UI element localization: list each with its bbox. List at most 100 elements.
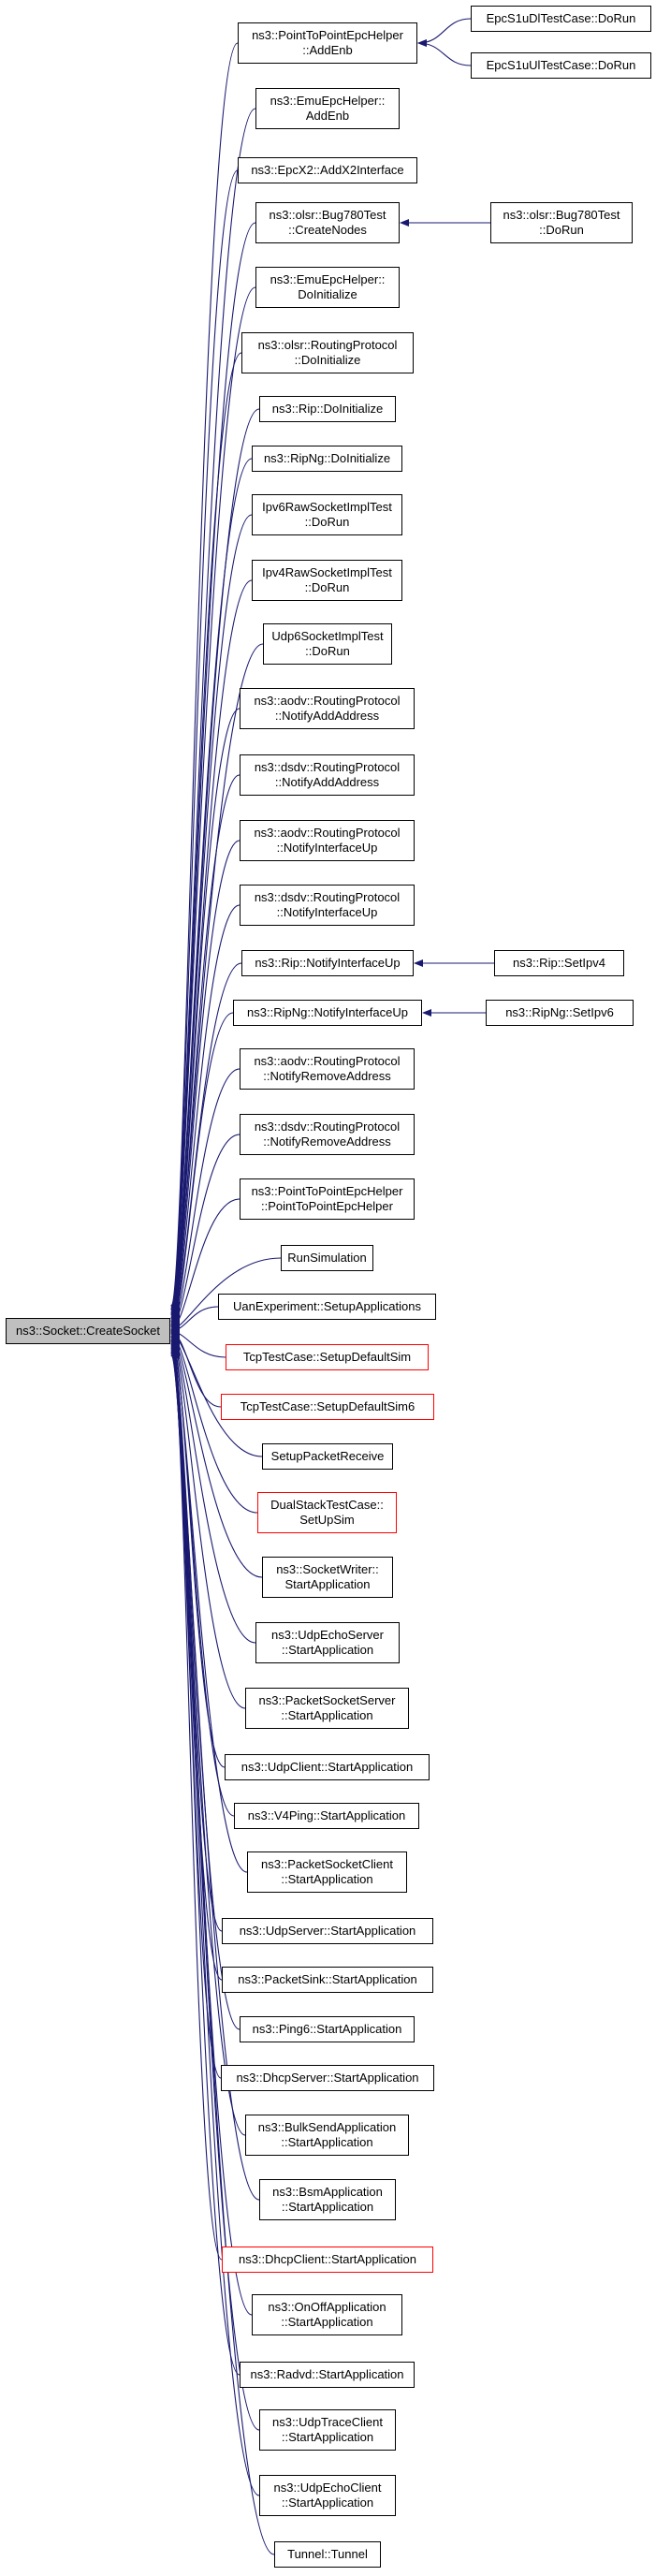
node-label: ns3::UdpTraceClient <box>271 2415 383 2429</box>
node-ns3-ripng-setipv6[interactable]: ns3::RipNg::SetIpv6 <box>486 1000 634 1026</box>
node-label: DoInitialize <box>298 287 357 301</box>
node-label: ::AddEnb <box>302 43 353 57</box>
node-label: ns3::aodv::RoutingProtocol <box>254 826 401 840</box>
node-ns3-olsr-bug780test-dorun[interactable]: ns3::olsr::Bug780Test::DoRun <box>490 202 633 243</box>
node-label: ns3::UdpEchoServer <box>271 1628 384 1642</box>
edge-runsimulation-to-root <box>170 1257 282 1334</box>
node-label: ns3::Ping6::StartApplication <box>252 2022 402 2036</box>
node-label: ns3::UdpClient::StartApplication <box>241 1760 414 1774</box>
node-ns3-dhcpserver-startapplication[interactable]: ns3::DhcpServer::StartApplication <box>221 2065 434 2091</box>
node-label: ::PointToPointEpcHelper <box>261 1199 393 1213</box>
edge-epcs1udltestcase-dorun <box>417 18 472 47</box>
edge-ns3-pointtopointepchelper-addenb-to-root <box>170 42 239 1309</box>
node-ns3-bsmapplication-startapplication[interactable]: ns3::BsmApplication::StartApplication <box>259 2179 396 2220</box>
node-label: ns3::Rip::NotifyInterfaceUp <box>255 956 401 970</box>
node-ns3-aodv-routingprotocol-notifyremoveaddress[interactable]: ns3::aodv::RoutingProtocol::NotifyRemove… <box>240 1048 415 1090</box>
node-root-create-socket[interactable]: ns3::Socket::CreateSocket <box>6 1318 170 1344</box>
node-label: StartApplication <box>284 1577 371 1591</box>
node-ns3-udptraceclient-startapplication[interactable]: ns3::UdpTraceClient::StartApplication <box>259 2409 396 2451</box>
node-label: ::StartApplication <box>281 2135 373 2149</box>
node-label: ns3::EpcX2::AddX2Interface <box>251 163 404 177</box>
node-label: ns3::dsdv::RoutingProtocol <box>254 890 401 904</box>
node-label: ns3::PacketSocketClient <box>261 1857 393 1871</box>
node-ns3-rip-notifyinterfaceup[interactable]: ns3::Rip::NotifyInterfaceUp <box>241 950 414 976</box>
node-ns3-udpserver-startapplication[interactable]: ns3::UdpServer::StartApplication <box>222 1918 433 1944</box>
node-label: ns3::RipNg::SetIpv6 <box>505 1005 614 1019</box>
node-label: EpcS1uDlTestCase::DoRun <box>486 11 636 25</box>
node-ns3-pointtopointepchelper-pointtopointepchelper[interactable]: ns3::PointToPointEpcHelper::PointToPoint… <box>240 1178 415 1220</box>
node-tunnel-tunnel[interactable]: Tunnel::Tunnel <box>274 2541 381 2568</box>
node-ns3-pointtopointepchelper-addenb[interactable]: ns3::PointToPointEpcHelper::AddEnb <box>238 22 417 64</box>
edge-ns3-olsr-routingprotocol-doinitialize-to-root <box>170 352 242 1315</box>
node-ns3-bulksendapplication-startapplication[interactable]: ns3::BulkSendApplication::StartApplicati… <box>245 2115 409 2156</box>
node-ns3-udpclient-startapplication[interactable]: ns3::UdpClient::StartApplication <box>225 1754 430 1780</box>
node-ns3-ping6-startapplication[interactable]: ns3::Ping6::StartApplication <box>240 2016 415 2042</box>
edge-ns3-ripng-notifyinterfaceup-to-root <box>170 1012 234 1329</box>
node-label: TcpTestCase::SetupDefaultSim6 <box>240 1399 415 1413</box>
node-label: ns3::UdpServer::StartApplication <box>239 1924 416 1938</box>
node-label: UanExperiment::SetupApplications <box>233 1299 421 1313</box>
node-ipv4rawsocketimpltest-dorun[interactable]: Ipv4RawSocketImplTest::DoRun <box>252 560 402 601</box>
node-ns3-socketwriter-startapplication[interactable]: ns3::SocketWriter::StartApplication <box>262 1557 393 1598</box>
node-label: SetupPacketReceive <box>270 1449 385 1463</box>
node-label: ns3::DhcpServer::StartApplication <box>236 2071 419 2085</box>
node-label: ns3::EmuEpcHelper:: <box>270 272 386 286</box>
node-label: ::NotifyAddAddress <box>274 775 380 789</box>
node-ns3-ripng-doinitialize[interactable]: ns3::RipNg::DoInitialize <box>252 446 402 472</box>
node-ns3-dhcpclient-startapplication[interactable]: ns3::DhcpClient::StartApplication <box>222 2247 433 2273</box>
node-label: ns3::dsdv::RoutingProtocol <box>254 1120 401 1134</box>
edge-ns3-dsdv-routingprotocol-notifyremoveaddress-to-root <box>170 1134 241 1331</box>
node-label: ns3::PointToPointEpcHelper <box>251 1184 403 1198</box>
node-epcs1uultestcase-dorun[interactable]: EpcS1uUlTestCase::DoRun <box>471 52 651 79</box>
node-ns3-epcx2-addx2interface[interactable]: ns3::EpcX2::AddX2Interface <box>238 157 417 183</box>
node-ipv6rawsocketimpltest-dorun[interactable]: Ipv6RawSocketImplTest::DoRun <box>252 494 402 535</box>
node-label: ::StartApplication <box>281 2315 373 2329</box>
edge-tunnel-tunnel-to-root <box>170 1352 275 2555</box>
node-label: ns3::aodv::RoutingProtocol <box>254 1054 401 1068</box>
node-ns3-dsdv-routingprotocol-notifyremoveaddress[interactable]: ns3::dsdv::RoutingProtocol::NotifyRemove… <box>240 1114 415 1155</box>
node-ns3-v4ping-startapplication[interactable]: ns3::V4Ping::StartApplication <box>234 1803 419 1829</box>
node-dualstacktestcase-setupsim[interactable]: DualStackTestCase::SetUpSim <box>257 1492 397 1533</box>
node-ns3-udpechoclient-startapplication[interactable]: ns3::UdpEchoClient::StartApplication <box>259 2475 396 2516</box>
edge-epcs1uultestcase-dorun <box>417 39 472 66</box>
node-label: ::NotifyAddAddress <box>274 709 380 723</box>
edge-ns3-pointtopointepchelper-pointtopointepchelper-to-root <box>170 1198 241 1333</box>
edge-ns3-aodv-routingprotocol-notifyaddaddress-to-root <box>170 708 241 1323</box>
edge-ns3-dsdv-routingprotocol-notifyaddaddress-to-root <box>170 774 241 1324</box>
node-runsimulation[interactable]: RunSimulation <box>281 1245 373 1271</box>
node-ns3-rip-doinitialize[interactable]: ns3::Rip::DoInitialize <box>259 396 396 422</box>
node-setuppacketreceive[interactable]: SetupPacketReceive <box>262 1443 393 1470</box>
node-ns3-radvd-startapplication[interactable]: ns3::Radvd::StartApplication <box>240 2362 415 2388</box>
node-label: ns3::aodv::RoutingProtocol <box>254 694 401 708</box>
node-tcptestcase-setupdefaultsim[interactable]: TcpTestCase::SetupDefaultSim <box>226 1344 429 1370</box>
node-ns3-dsdv-routingprotocol-notifyinterfaceup[interactable]: ns3::dsdv::RoutingProtocol::NotifyInterf… <box>240 885 415 926</box>
node-ns3-packetsocketclient-startapplication[interactable]: ns3::PacketSocketClient::StartApplicatio… <box>247 1852 407 1893</box>
node-label: ns3::OnOffApplication <box>268 2300 386 2314</box>
node-label: Udp6SocketImplTest <box>271 629 384 643</box>
node-label: ::NotifyRemoveAddress <box>263 1069 391 1083</box>
node-ns3-olsr-bug780test-createnodes[interactable]: ns3::olsr::Bug780Test::CreateNodes <box>255 202 400 243</box>
node-label: ns3::SocketWriter:: <box>276 1562 379 1576</box>
node-tcptestcase-setupdefaultsim6[interactable]: TcpTestCase::SetupDefaultSim6 <box>221 1394 434 1420</box>
node-ns3-aodv-routingprotocol-notifyinterfaceup[interactable]: ns3::aodv::RoutingProtocol::NotifyInterf… <box>240 820 415 861</box>
node-label: ::NotifyInterfaceUp <box>276 841 378 855</box>
node-label: ::NotifyInterfaceUp <box>276 905 378 919</box>
node-uanexperiment-setupapplications[interactable]: UanExperiment::SetupApplications <box>218 1294 436 1320</box>
node-ns3-emuepchelper-doinitialize[interactable]: ns3::EmuEpcHelper::DoInitialize <box>255 267 400 308</box>
node-ns3-emuepchelper-addenb[interactable]: ns3::EmuEpcHelper::AddEnb <box>255 88 400 129</box>
node-label: ns3::BulkSendApplication <box>257 2120 397 2134</box>
node-ns3-packetsocketserver-startapplication[interactable]: ns3::PacketSocketServer::StartApplicatio… <box>245 1688 409 1729</box>
node-udp6socketimpltest-dorun[interactable]: Udp6SocketImplTest::DoRun <box>263 623 392 665</box>
node-epcs1udltestcase-dorun[interactable]: EpcS1uDlTestCase::DoRun <box>471 6 651 32</box>
node-ns3-ripng-notifyinterfaceup[interactable]: ns3::RipNg::NotifyInterfaceUp <box>233 1000 422 1026</box>
node-ns3-dsdv-routingprotocol-notifyaddaddress[interactable]: ns3::dsdv::RoutingProtocol::NotifyAddAdd… <box>240 754 415 796</box>
node-ns3-olsr-routingprotocol-doinitialize[interactable]: ns3::olsr::RoutingProtocol::DoInitialize <box>241 332 414 373</box>
node-ns3-packetsink-startapplication[interactable]: ns3::PacketSink::StartApplication <box>222 1967 433 1993</box>
node-ns3-rip-setipv4[interactable]: ns3::Rip::SetIpv4 <box>494 950 624 976</box>
node-label: ::StartApplication <box>281 2430 374 2444</box>
node-ns3-udpechoserver-startapplication[interactable]: ns3::UdpEchoServer::StartApplication <box>255 1622 400 1663</box>
node-label: ::DoRun <box>305 644 350 658</box>
node-label: ns3::PacketSocketServer <box>258 1693 396 1707</box>
node-ns3-aodv-routingprotocol-notifyaddaddress[interactable]: ns3::aodv::RoutingProtocol::NotifyAddAdd… <box>240 688 415 729</box>
node-ns3-onoffapplication-startapplication[interactable]: ns3::OnOffApplication::StartApplication <box>252 2294 402 2335</box>
